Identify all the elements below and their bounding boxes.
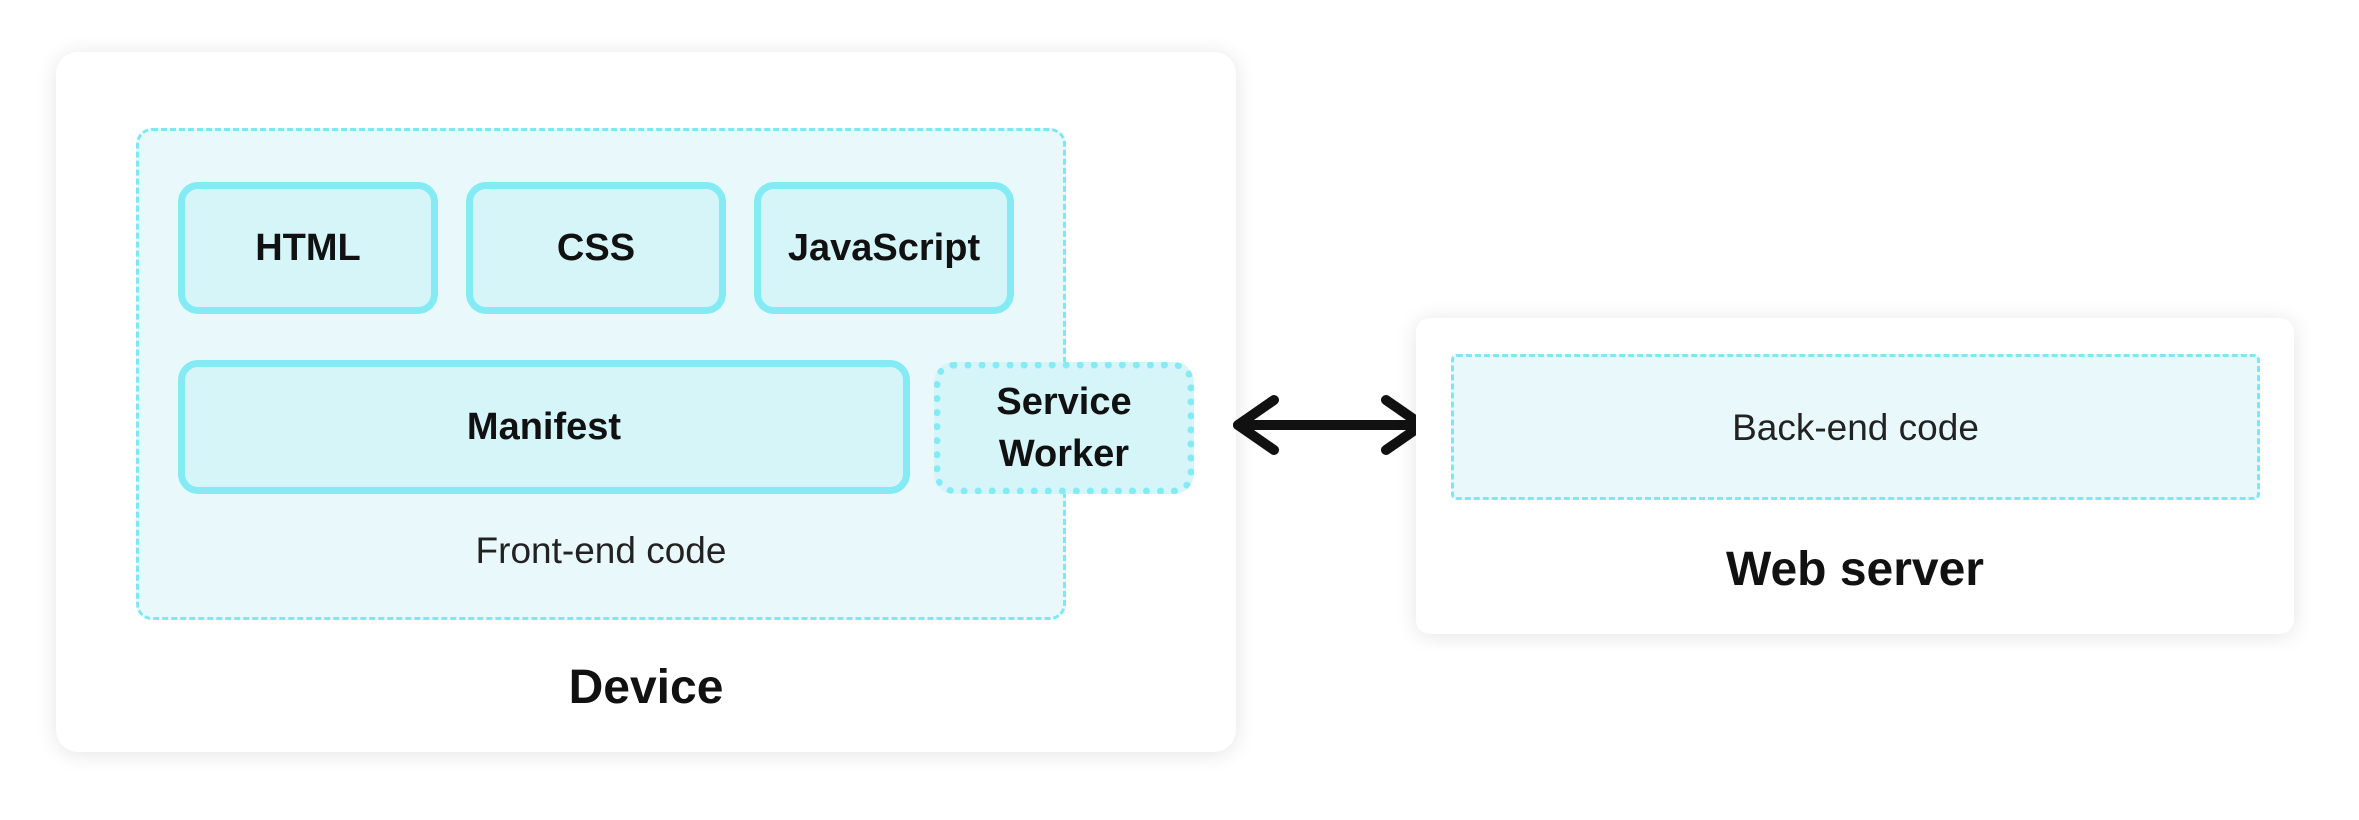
backend-code-label: Back-end code [1732,407,1979,448]
manifest-block: Manifest [178,360,910,494]
javascript-block: JavaScript [754,182,1014,314]
frontend-code-label: Front-end code [475,530,727,571]
service-worker-label-line2: Worker [998,433,1130,475]
device-title: Device [568,661,724,714]
web-server-title: Web server [1726,543,1984,596]
service-worker-block: Service Worker [934,362,1194,494]
service-worker-label-line1: Service [996,381,1132,423]
backend-code-region [1451,354,2260,500]
double-headed-arrow-icon [1233,395,1427,455]
html-block: HTML [178,182,438,314]
css-block: CSS [466,182,726,314]
